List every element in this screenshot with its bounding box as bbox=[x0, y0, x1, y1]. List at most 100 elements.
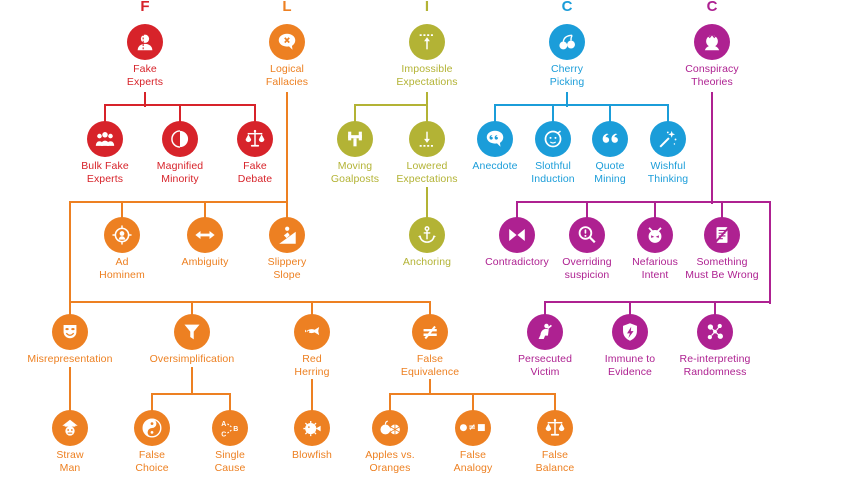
false-equivalence-icon: ≠ bbox=[412, 314, 448, 350]
connector-line bbox=[769, 202, 771, 304]
node-label: Red Herring bbox=[294, 353, 330, 378]
connector-line bbox=[554, 394, 556, 411]
connector-line bbox=[69, 202, 71, 304]
connector-line bbox=[204, 202, 206, 218]
node-label: Moving Goalposts bbox=[330, 160, 380, 185]
connector-line bbox=[151, 393, 231, 395]
connector-line bbox=[629, 302, 631, 315]
connector-line bbox=[229, 394, 231, 411]
branch-letter-c: C bbox=[706, 0, 718, 15]
connector-line bbox=[609, 105, 611, 122]
branch-letter-c: C bbox=[561, 0, 573, 15]
anchoring-icon bbox=[409, 217, 445, 253]
node-label: Slippery Slope bbox=[267, 256, 307, 281]
connector-line bbox=[151, 394, 153, 411]
connector-line bbox=[516, 201, 771, 203]
node-label: Anchoring bbox=[402, 256, 452, 268]
node-label: False Balance bbox=[535, 449, 575, 474]
node-label: Contradictory bbox=[485, 256, 549, 268]
connector-line bbox=[69, 302, 71, 315]
connector-line bbox=[429, 302, 431, 315]
node-label: False Equivalence bbox=[400, 353, 460, 378]
connector-line bbox=[721, 202, 723, 218]
connector-line bbox=[552, 105, 554, 122]
persecuted-victim-icon bbox=[527, 314, 563, 350]
node-label: Overriding suspicion bbox=[562, 256, 612, 281]
apples-vs-oranges-icon bbox=[372, 410, 408, 446]
connector-line bbox=[586, 202, 588, 218]
connector-line bbox=[179, 105, 181, 122]
something-must-be-wrong-icon bbox=[704, 217, 740, 253]
node-label: Wishful Thinking bbox=[647, 160, 689, 185]
node-label: Fake Debate bbox=[237, 160, 273, 185]
magnified-minority-icon bbox=[162, 121, 198, 157]
moving-goalposts-icon bbox=[337, 121, 373, 157]
connector-line bbox=[654, 202, 656, 218]
connector-line bbox=[494, 105, 496, 122]
connector-line bbox=[69, 201, 288, 203]
connector-line bbox=[667, 105, 669, 122]
connector-line bbox=[69, 301, 431, 303]
wishful-thinking-icon bbox=[650, 121, 686, 157]
false-balance-icon bbox=[537, 410, 573, 446]
quote-mining-icon bbox=[592, 121, 628, 157]
svg-text:B: B bbox=[233, 426, 238, 433]
blowfish-icon bbox=[294, 410, 330, 446]
nefarious-intent-icon bbox=[637, 217, 673, 253]
connector-line bbox=[389, 394, 391, 411]
connector-line bbox=[104, 105, 106, 122]
node-label: Misrepresentation bbox=[27, 353, 113, 365]
connector-line bbox=[429, 379, 431, 395]
red-herring-icon bbox=[294, 314, 330, 350]
node-label: Ad Hominem bbox=[99, 256, 145, 281]
impossible-expectations-icon bbox=[409, 24, 445, 60]
branch-letter-f: F bbox=[140, 0, 150, 15]
false-analogy-icon: ●≠■ bbox=[455, 410, 491, 446]
node-label: Lowered Expectations bbox=[396, 160, 458, 185]
node-label: Nefarious Intent bbox=[632, 256, 678, 281]
connector-line bbox=[191, 302, 193, 315]
bulk-fake-experts-icon bbox=[87, 121, 123, 157]
svg-text:A: A bbox=[221, 421, 226, 428]
branch-letter-l: L bbox=[282, 0, 292, 15]
node-label: Apples vs. Oranges bbox=[365, 449, 415, 474]
connector-line bbox=[286, 202, 288, 218]
oversimplification-icon bbox=[174, 314, 210, 350]
connector-line bbox=[426, 187, 428, 218]
reinterpreting-randomness-icon bbox=[697, 314, 733, 350]
node-label: Slothful Induction bbox=[531, 160, 575, 185]
fake-debate-icon bbox=[237, 121, 273, 157]
straw-man-icon bbox=[52, 410, 88, 446]
connector-line bbox=[516, 202, 518, 218]
contradictory-icon bbox=[499, 217, 535, 253]
ambiguity-icon bbox=[187, 217, 223, 253]
connector-line bbox=[354, 104, 428, 106]
connector-line bbox=[544, 301, 771, 303]
false-choice-icon bbox=[134, 410, 170, 446]
node-label: Blowfish bbox=[292, 449, 332, 461]
connector-line bbox=[566, 92, 568, 107]
node-label: False Choice bbox=[135, 449, 169, 474]
connector-line bbox=[714, 302, 716, 315]
branch-letter-i: I bbox=[424, 0, 430, 15]
node-label: Conspiracy Theories bbox=[685, 63, 739, 88]
node-label: Fake Experts bbox=[126, 63, 164, 88]
connector-line bbox=[144, 92, 146, 107]
slothful-induction-icon bbox=[535, 121, 571, 157]
fake-experts-icon bbox=[127, 24, 163, 60]
conspiracy-theories-icon bbox=[694, 24, 730, 60]
connector-line bbox=[191, 367, 193, 395]
node-label: Something Must Be Wrong bbox=[685, 256, 759, 281]
misrepresentation-icon bbox=[52, 314, 88, 350]
lowered-expectations-icon bbox=[409, 121, 445, 157]
node-label: Logical Fallacies bbox=[265, 63, 309, 88]
connector-line bbox=[544, 302, 546, 315]
overriding-suspicion-icon bbox=[569, 217, 605, 253]
connector-line bbox=[311, 379, 313, 411]
node-label: Straw Man bbox=[56, 449, 84, 474]
node-label: Re-interpreting Randomness bbox=[679, 353, 751, 378]
node-label: Magnified Minority bbox=[156, 160, 204, 185]
connector-line bbox=[354, 105, 356, 122]
